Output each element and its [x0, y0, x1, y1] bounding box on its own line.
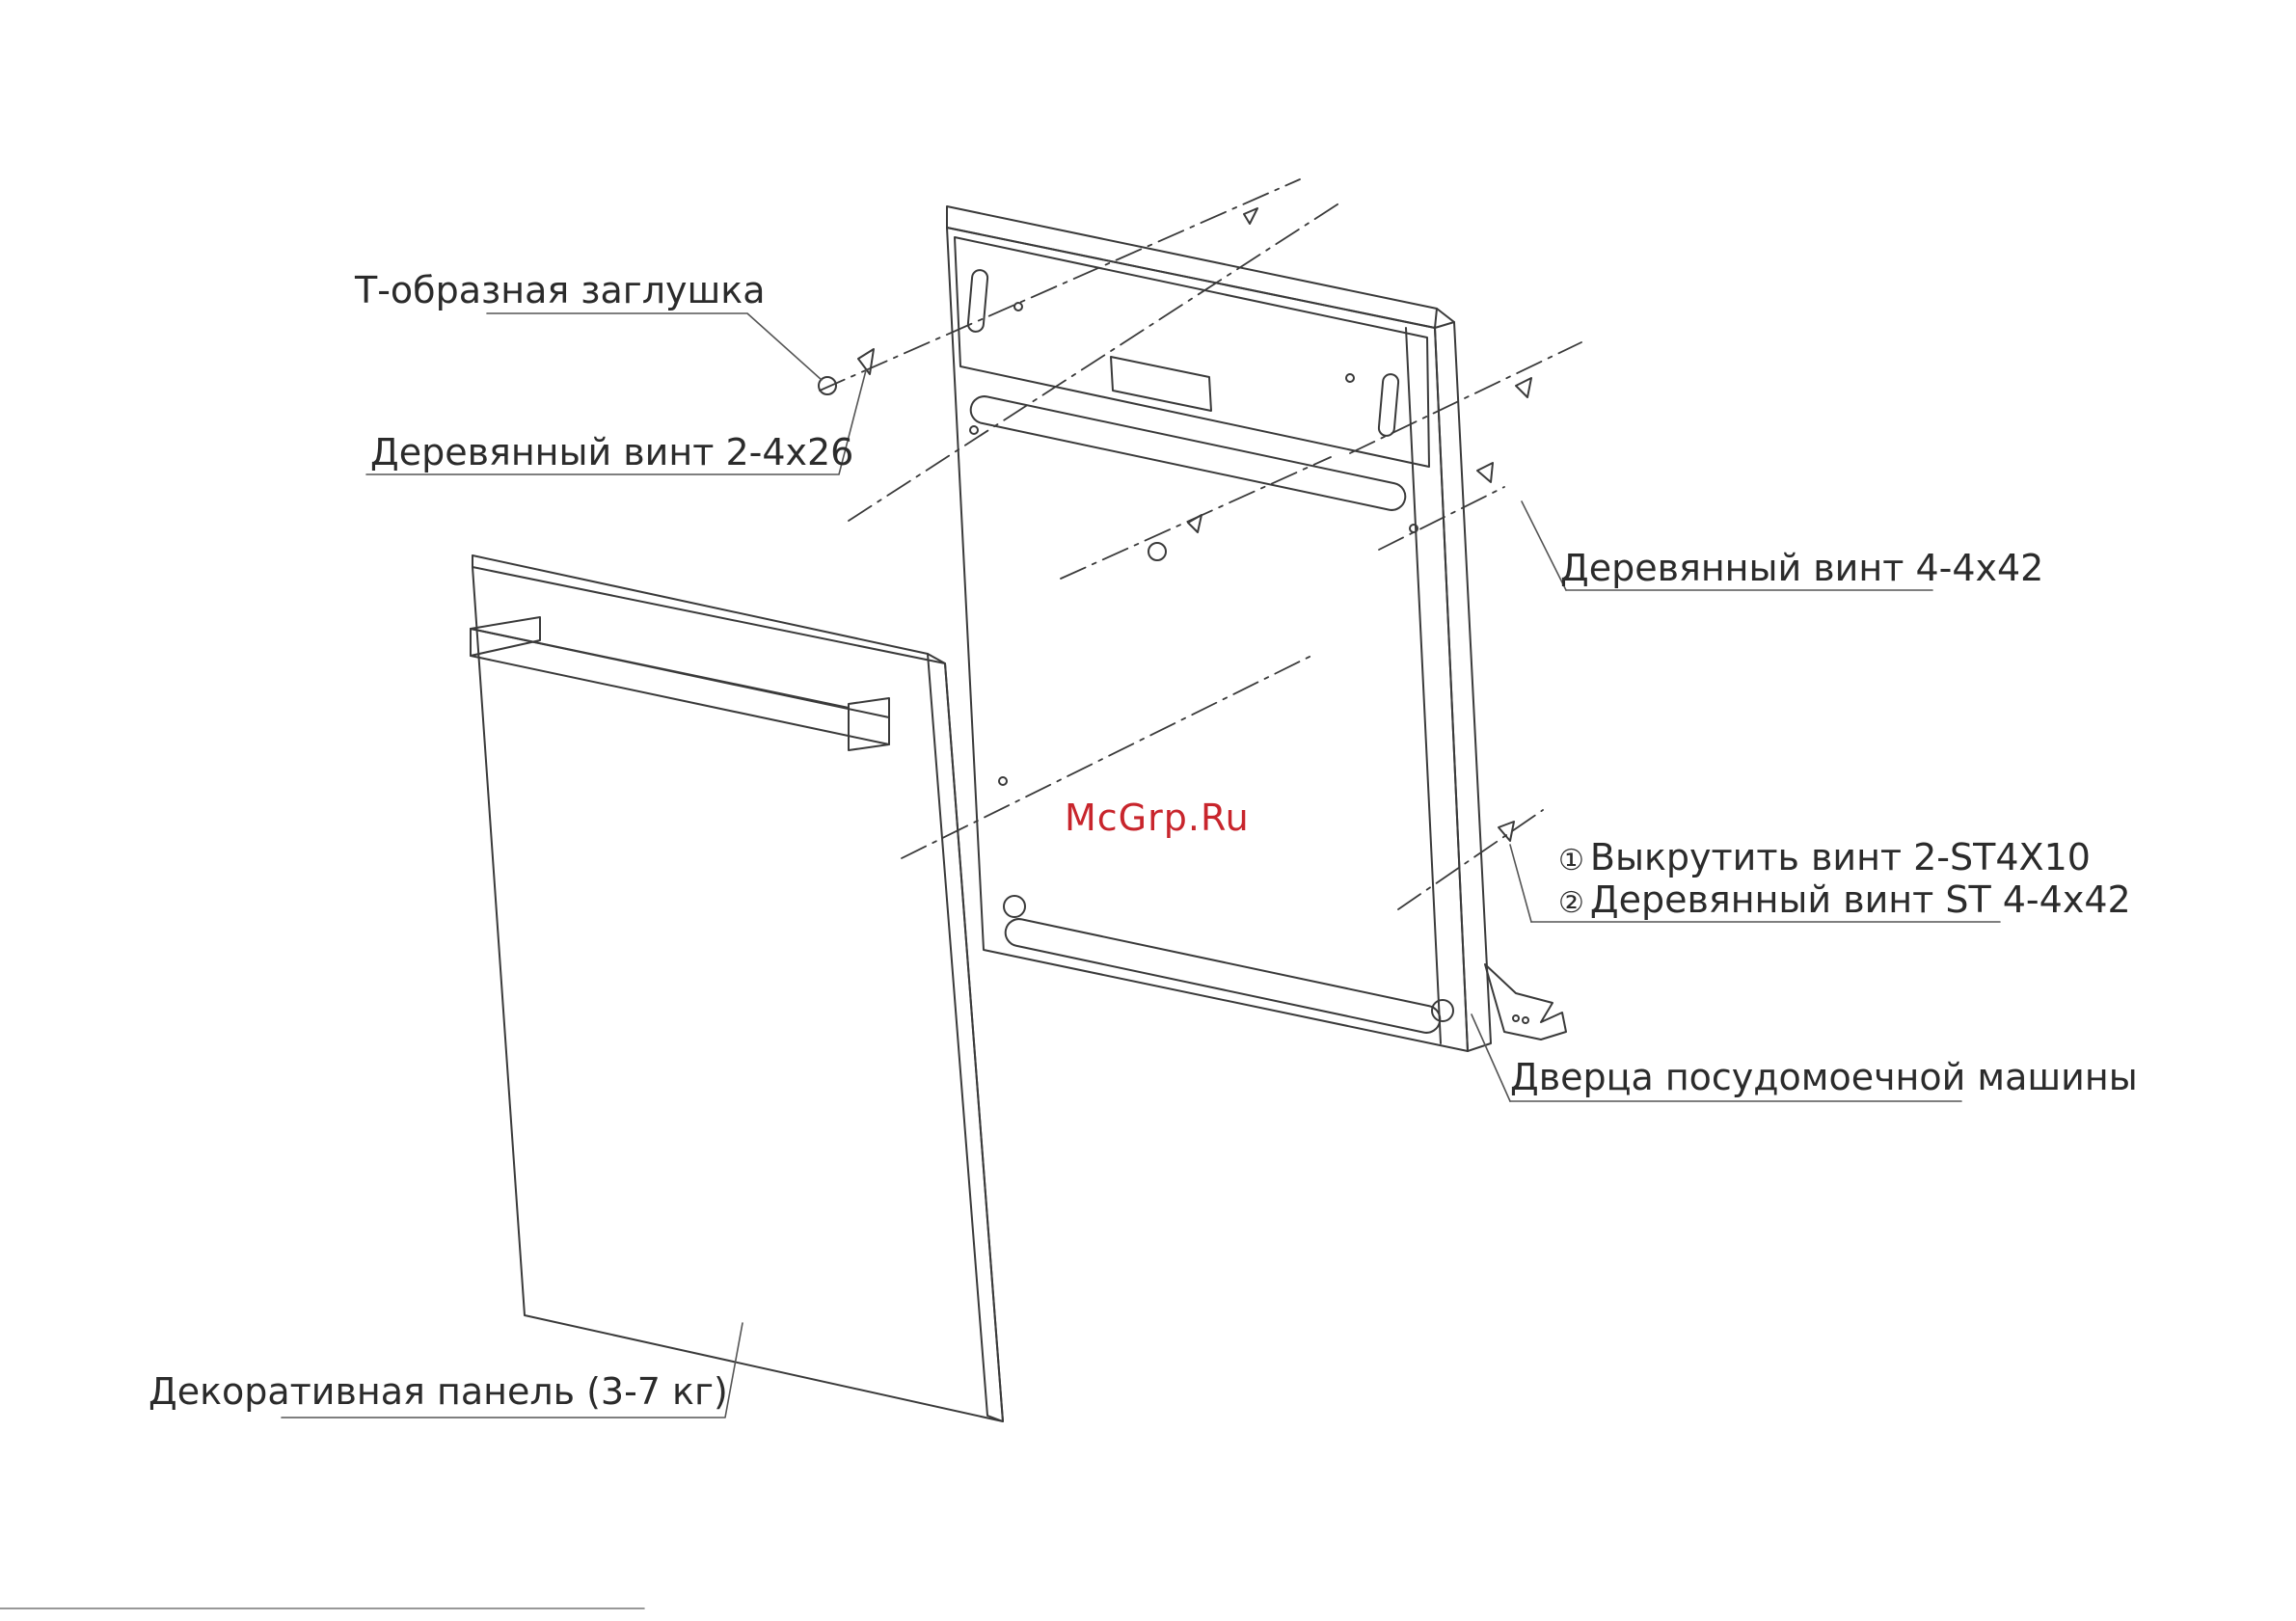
- door-lower-rail: [1003, 916, 1443, 1035]
- step-1-marker: ①: [1558, 844, 1584, 878]
- label-wood-screw-4: Деревянный винт 4-4х42: [1560, 550, 2043, 586]
- wood-screw-4-part: [1516, 378, 1531, 397]
- door-right-side: [1435, 322, 1491, 1051]
- panel-right-side: [928, 654, 1003, 1421]
- door-front-face: [947, 228, 1468, 1051]
- door-upper-rail: [968, 393, 1408, 512]
- dishwasher-door-drawing: [947, 206, 1566, 1051]
- fasteners: [819, 208, 1531, 841]
- label-wood-screw-2: Деревянный винт 2-4х26: [370, 434, 853, 471]
- door-keyhole-right: [1378, 373, 1399, 436]
- door-hole-lower-left: [1004, 896, 1025, 917]
- label-wood-screw-4-text: Деревянный винт 4-4х42: [1560, 547, 2043, 589]
- label-decor-panel: Декоративная панель (3-7 кг): [149, 1373, 728, 1410]
- label-wood-screw-2-text: Деревянный винт 2-4х26: [370, 431, 853, 473]
- watermark: McGrp.Ru: [1065, 797, 1250, 839]
- label-t-plug: Т-образная заглушка: [355, 272, 766, 309]
- door-keyhole-left: [967, 269, 988, 332]
- panel-handle-bar: [471, 629, 889, 744]
- label-dishwasher-door-text: Дверца посудомоечной машины: [1510, 1056, 2138, 1098]
- st4-screw-part: [1499, 822, 1514, 841]
- step-2-text: Деревянный винт ST 4-4х42: [1590, 878, 2131, 921]
- decor-panel-drawing: [471, 555, 1003, 1421]
- label-t-plug-text: Т-образная заглушка: [355, 269, 766, 311]
- label-decor-panel-text: Декоративная панель (3-7 кг): [149, 1370, 728, 1413]
- door-hinge: [1485, 964, 1566, 1040]
- door-hole-lower-right: [1432, 1000, 1453, 1021]
- step-1-text: Выкрутить винт 2-ST4X10: [1590, 836, 2091, 878]
- screw-top-part: [1244, 208, 1257, 224]
- panel-front-face: [473, 567, 1003, 1421]
- label-dishwasher-door: Дверца посудомоечной машины: [1510, 1059, 2138, 1095]
- step-2-marker: ②: [1558, 886, 1584, 920]
- screw-mid-part: [1148, 543, 1166, 560]
